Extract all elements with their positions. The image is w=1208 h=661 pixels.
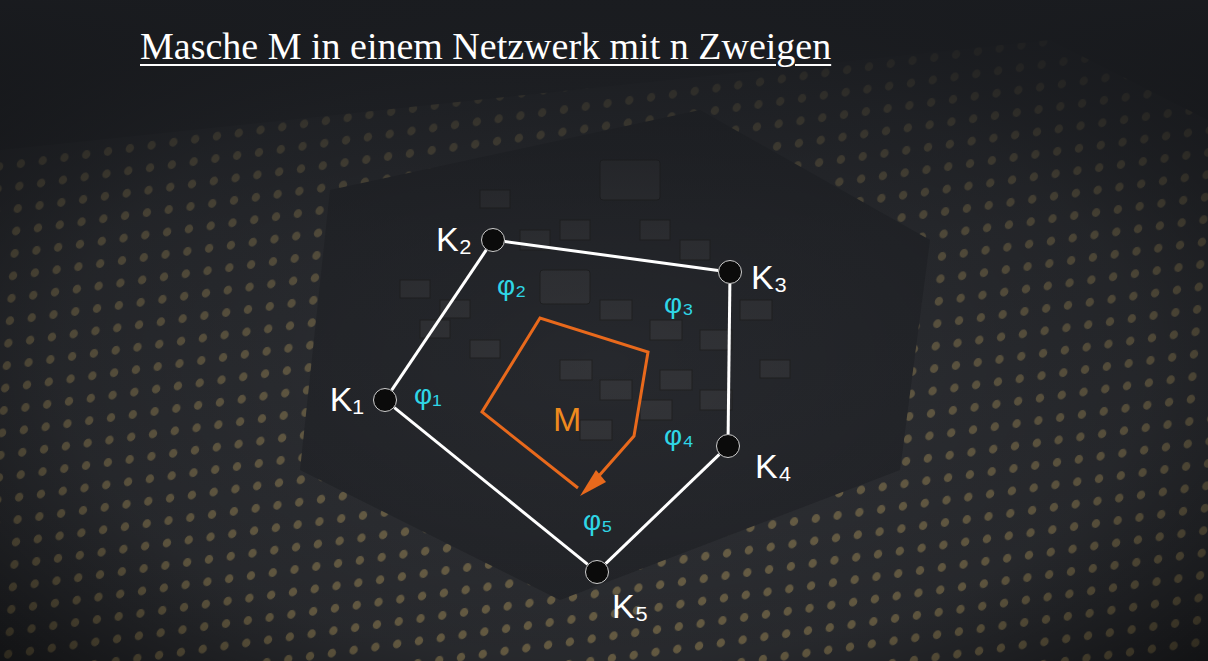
potential-label: φ₂ — [497, 272, 526, 300]
node-label: K₁ — [330, 382, 364, 416]
potential-label: φ₃ — [664, 290, 694, 318]
potential-label: φ₁ — [414, 381, 442, 409]
network-node: K₁ — [373, 388, 397, 412]
potential-label: φ₄ — [664, 422, 694, 450]
network-node: K₅ — [585, 560, 609, 584]
network-node: K₃ — [718, 260, 742, 284]
branch-line — [505, 242, 718, 271]
mesh-arrow — [482, 318, 648, 496]
node-label: K₄ — [755, 449, 792, 483]
branch-line — [728, 284, 730, 434]
potential-label: φ₅ — [583, 507, 612, 535]
diagram-title: Masche M in einem Netzwerk mit n Zweigen — [140, 26, 831, 68]
branch-line — [392, 250, 487, 390]
mesh-label: M — [553, 402, 581, 436]
node-label: K₅ — [612, 589, 648, 623]
node-label: K₂ — [436, 222, 472, 256]
network-node: K₂ — [481, 228, 505, 252]
node-label: K₃ — [751, 260, 788, 294]
branch-line — [606, 454, 720, 563]
network-node: K₄ — [716, 434, 740, 458]
